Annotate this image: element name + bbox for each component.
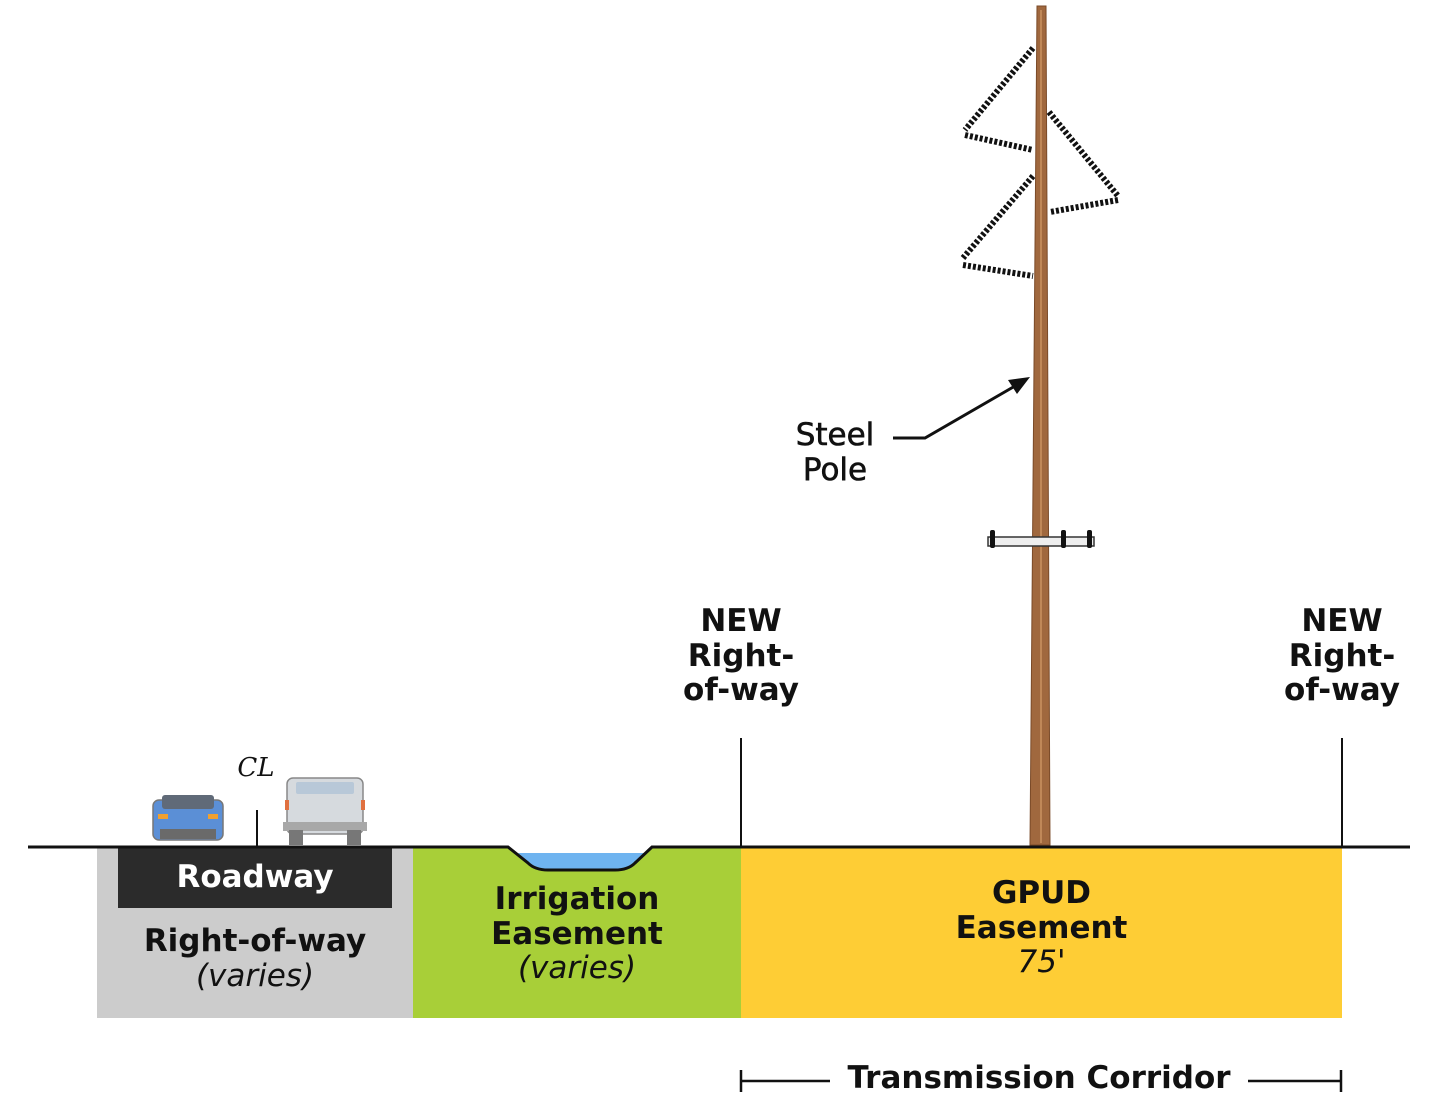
ground-line xyxy=(28,845,1410,872)
gpud-easement-zone xyxy=(741,848,1342,1018)
steel-pole-label: Steel Pole xyxy=(770,417,900,488)
steel-pole-label-2: Pole xyxy=(802,451,868,488)
steel-pole xyxy=(987,5,1095,846)
new-row-left-label: NEW Right- of-way xyxy=(651,604,831,708)
gpud-title-1: GPUD xyxy=(991,875,1092,911)
irrigation-title-2: Easement xyxy=(491,915,663,952)
new-row-left-line-1: NEW xyxy=(700,603,782,639)
new-row-left-line-2: Right- xyxy=(687,637,795,674)
corridor-dimension xyxy=(739,1070,1343,1092)
roadway-bar xyxy=(118,848,392,908)
right-of-way-title: Right-of-way xyxy=(143,923,367,959)
pole-pointer-arrow xyxy=(893,384,1016,440)
insulators xyxy=(960,46,1121,279)
irrigation-easement-zone xyxy=(413,848,741,1018)
gpud-sub: 75' xyxy=(1017,944,1066,981)
centerline-label: CL xyxy=(237,753,275,783)
new-row-right-line-3: of-way xyxy=(1284,672,1400,709)
irrigation-label: Irrigation Easement (varies) xyxy=(413,882,741,986)
right-of-way-sub: (varies) xyxy=(195,957,315,994)
right-of-way-label: Right-of-way (varies) xyxy=(97,924,413,993)
crossarm xyxy=(987,536,1095,547)
irrigation-sub: (varies) xyxy=(517,950,637,987)
arrowhead-icon xyxy=(1008,377,1030,394)
car-icon xyxy=(152,795,224,841)
roadway-label: Roadway xyxy=(176,859,334,895)
new-row-right-line-2: Right- xyxy=(1288,637,1396,674)
new-row-right-label: NEW Right- of-way xyxy=(1252,604,1432,708)
truck-icon xyxy=(283,777,367,845)
transmission-corridor-label: Transmission Corridor xyxy=(847,1060,1231,1096)
irrigation-title-1: Irrigation xyxy=(494,881,660,917)
water xyxy=(518,853,645,869)
gpud-label: GPUD Easement 75' xyxy=(741,876,1342,980)
gpud-title-2: Easement xyxy=(955,909,1128,946)
new-row-right-line-1: NEW xyxy=(1301,603,1383,639)
new-row-left-line-3: of-way xyxy=(683,672,799,709)
steel-pole-label-1: Steel xyxy=(795,417,875,453)
